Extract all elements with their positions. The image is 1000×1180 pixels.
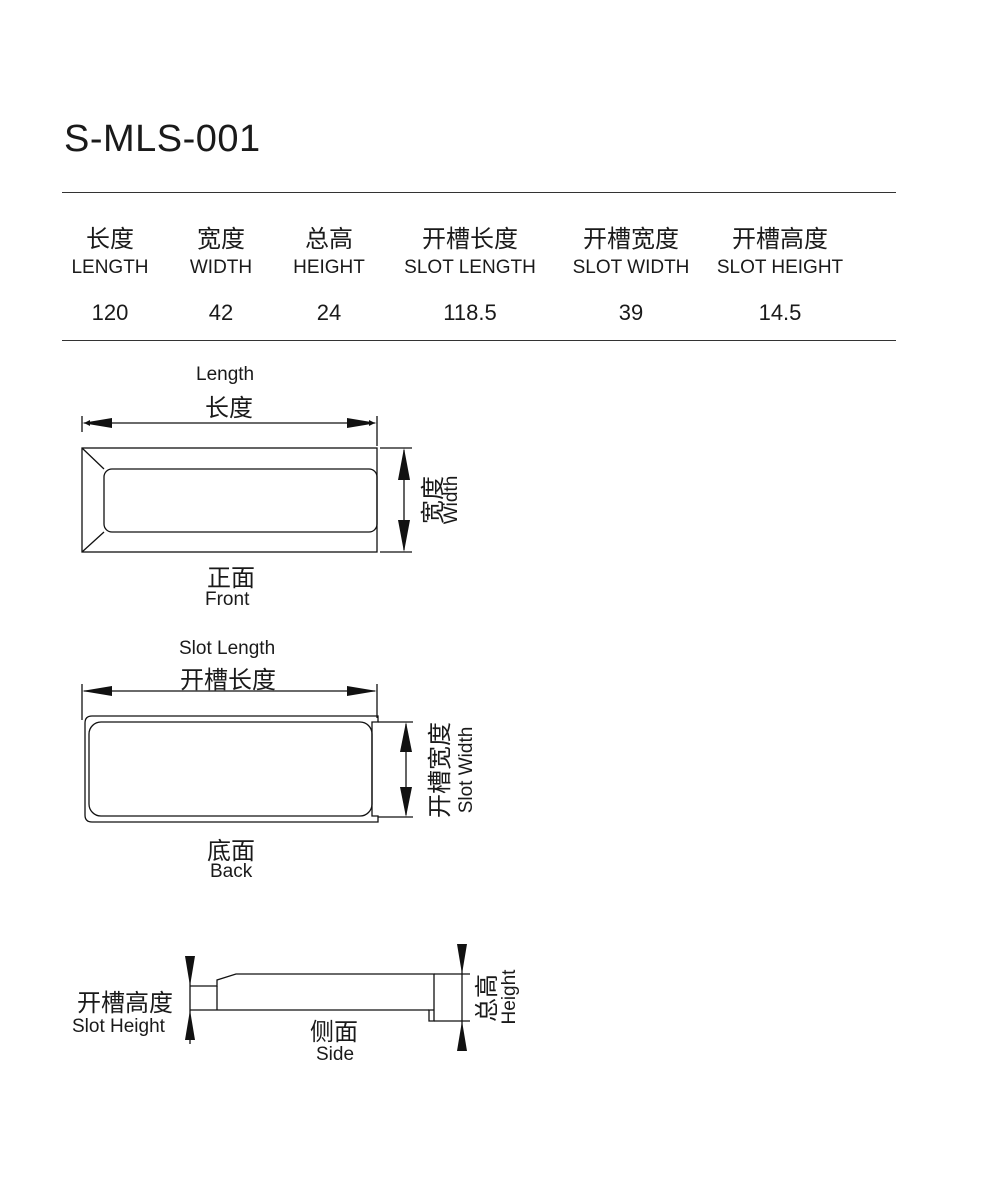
side-slot-height-label-en: Slot Height [72,1016,165,1037]
front-view-drawing [81,416,412,553]
side-view-label-en: Side [316,1044,355,1065]
front-view-label-zh: 正面 [207,565,255,592]
front-width-label-en: Width [441,475,462,525]
spec-value-slot-width: 39 [618,300,644,325]
spec-value-width: 42 [208,300,234,325]
side-height-label-zh: 总高 [474,974,501,1022]
side-slot-height-label-zh: 开槽高度 [77,990,173,1017]
side-view-label-zh: 侧面 [310,1019,358,1046]
front-length-label-zh: 长度 [205,395,253,422]
spec-value-height: 24 [316,300,342,325]
spec-value-length: 120 [91,300,129,325]
front-width-label-zh: 宽度 [420,476,447,524]
front-view-label-en: Front [205,589,250,610]
back-slot-width-label-zh: 开槽宽度 [427,722,454,818]
back-view-label-zh: 底面 [207,838,255,865]
front-length-label-en: Length [196,364,255,385]
bottom-rule [62,340,896,341]
spec-value-slot-height: 14.5 [758,300,802,325]
spec-value-slot-length: 118.5 [443,300,497,325]
top-rule [62,192,896,193]
back-slot-length-label-en: Slot Length [179,638,276,659]
back-view-drawing [81,684,413,823]
product-title: S-MLS-001 [64,118,261,160]
side-view-drawing [185,944,470,1051]
side-height-label-en: Height [499,969,520,1025]
back-slot-width-label-en: Slot Width [456,726,477,814]
back-view-label-en: Back [210,861,253,882]
back-slot-length-label-zh: 开槽长度 [180,667,276,694]
